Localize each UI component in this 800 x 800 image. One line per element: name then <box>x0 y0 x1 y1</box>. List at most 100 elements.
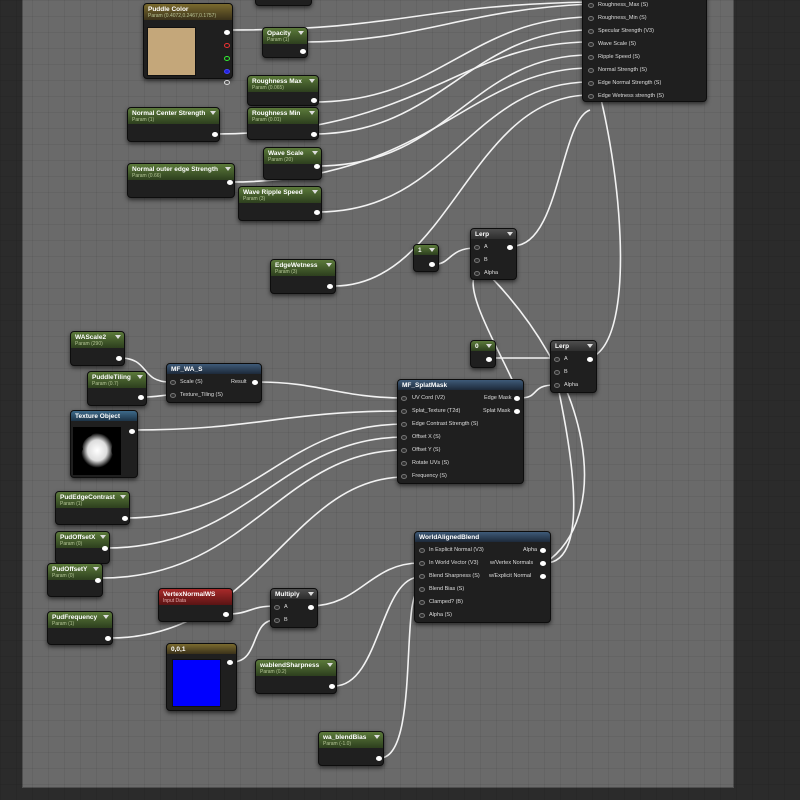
mf-wa-s-node[interactable]: MF_WA_S Scale (S) Texture_Tiling (S) Res… <box>166 363 262 403</box>
input-pin-a[interactable] <box>474 245 480 250</box>
collapse-chevron-icon[interactable] <box>93 567 99 571</box>
input-pin[interactable] <box>401 461 407 466</box>
collapse-chevron-icon[interactable] <box>429 248 435 252</box>
input-pin[interactable] <box>419 574 425 579</box>
collapse-chevron-icon[interactable] <box>115 335 121 339</box>
input-pin[interactable] <box>588 29 594 34</box>
constant-001-node[interactable]: 0,0,1 <box>166 643 237 711</box>
output-pin[interactable] <box>116 356 122 361</box>
lerp-node-1[interactable]: Lerp A B Alpha <box>470 228 517 280</box>
input-pin[interactable] <box>401 474 407 479</box>
input-pin-b[interactable] <box>474 258 480 263</box>
collapse-chevron-icon[interactable] <box>327 663 333 667</box>
output-pin[interactable] <box>223 612 229 617</box>
collapse-chevron-icon[interactable] <box>312 190 318 194</box>
collapse-chevron-icon[interactable] <box>298 31 304 35</box>
output-pin[interactable] <box>95 578 101 583</box>
output-pin[interactable] <box>314 164 320 169</box>
output-pin-edge-mask[interactable] <box>514 396 520 401</box>
constant-1-node[interactable]: 1 <box>413 244 439 272</box>
output-pin[interactable] <box>486 357 492 362</box>
output-pin[interactable] <box>138 395 144 400</box>
input-pin[interactable] <box>588 3 594 8</box>
partial-node-top[interactable] <box>255 0 312 6</box>
output-pin-r[interactable] <box>224 43 230 48</box>
output-pin[interactable] <box>311 132 317 137</box>
input-pin-b[interactable] <box>274 618 280 623</box>
input-pin[interactable] <box>588 55 594 60</box>
output-pin[interactable] <box>122 516 128 521</box>
output-pin[interactable] <box>507 245 513 250</box>
output-pin-a[interactable] <box>224 80 230 85</box>
input-pin[interactable] <box>419 587 425 592</box>
output-pin[interactable] <box>227 180 233 185</box>
input-pin-a[interactable] <box>274 605 280 610</box>
input-pin[interactable] <box>419 613 425 618</box>
collapse-chevron-icon[interactable] <box>374 735 380 739</box>
input-pin-a[interactable] <box>554 357 560 362</box>
input-pin-b[interactable] <box>554 370 560 375</box>
output-pin-explicit-normal[interactable] <box>540 574 546 579</box>
collapse-chevron-icon[interactable] <box>225 167 231 171</box>
collapse-chevron-icon[interactable] <box>308 592 314 596</box>
lerp-node-2[interactable]: Lerp A B Alpha <box>550 340 597 393</box>
input-pin[interactable] <box>401 409 407 414</box>
output-pin[interactable] <box>311 98 317 103</box>
output-pin-result[interactable] <box>252 380 258 385</box>
input-pin[interactable] <box>401 422 407 427</box>
output-pin[interactable] <box>329 684 335 689</box>
input-pin[interactable] <box>419 548 425 553</box>
collapse-chevron-icon[interactable] <box>210 111 216 115</box>
constant-0-node[interactable]: 0 <box>470 340 496 368</box>
output-pin[interactable] <box>129 429 135 434</box>
output-pin[interactable] <box>224 30 230 35</box>
input-pin[interactable] <box>401 448 407 453</box>
output-pin[interactable] <box>227 660 233 665</box>
input-pin[interactable] <box>588 81 594 86</box>
collapse-chevron-icon[interactable] <box>309 79 315 83</box>
output-pin[interactable] <box>105 636 111 641</box>
collapse-chevron-icon[interactable] <box>100 535 106 539</box>
collapse-chevron-icon[interactable] <box>486 344 492 348</box>
world-aligned-blend-node[interactable]: WorldAlignedBlend In Explicit Normal (V3… <box>414 531 551 623</box>
collapse-chevron-icon[interactable] <box>312 151 318 155</box>
output-pin[interactable] <box>327 284 333 289</box>
input-pin[interactable] <box>588 68 594 73</box>
input-pin[interactable] <box>419 600 425 605</box>
output-pin[interactable] <box>102 546 108 551</box>
input-pin[interactable] <box>419 561 425 566</box>
output-pin[interactable] <box>212 132 218 137</box>
collapse-chevron-icon[interactable] <box>507 232 513 236</box>
output-pin[interactable] <box>300 49 306 54</box>
collapse-chevron-icon[interactable] <box>587 344 593 348</box>
collapse-chevron-icon[interactable] <box>120 495 126 499</box>
input-pin[interactable] <box>588 42 594 47</box>
collapse-chevron-icon[interactable] <box>309 111 315 115</box>
input-pin[interactable] <box>401 435 407 440</box>
multiply-node[interactable]: Multiply A B <box>270 588 318 628</box>
collapse-chevron-icon[interactable] <box>137 375 143 379</box>
texture-object-node[interactable]: Texture Object <box>70 410 138 478</box>
material-result-node[interactable]: Roughness_Max (S) Roughness_Min (S) Spec… <box>582 0 707 102</box>
output-pin[interactable] <box>376 756 382 761</box>
mf-splatmask-node[interactable]: MF_SplatMask UV Cord (V2) Splat_Texture … <box>397 379 524 484</box>
output-pin-splat-mask[interactable] <box>514 409 520 414</box>
input-pin-alpha[interactable] <box>554 383 560 388</box>
input-pin-texture-tiling[interactable] <box>170 393 176 398</box>
